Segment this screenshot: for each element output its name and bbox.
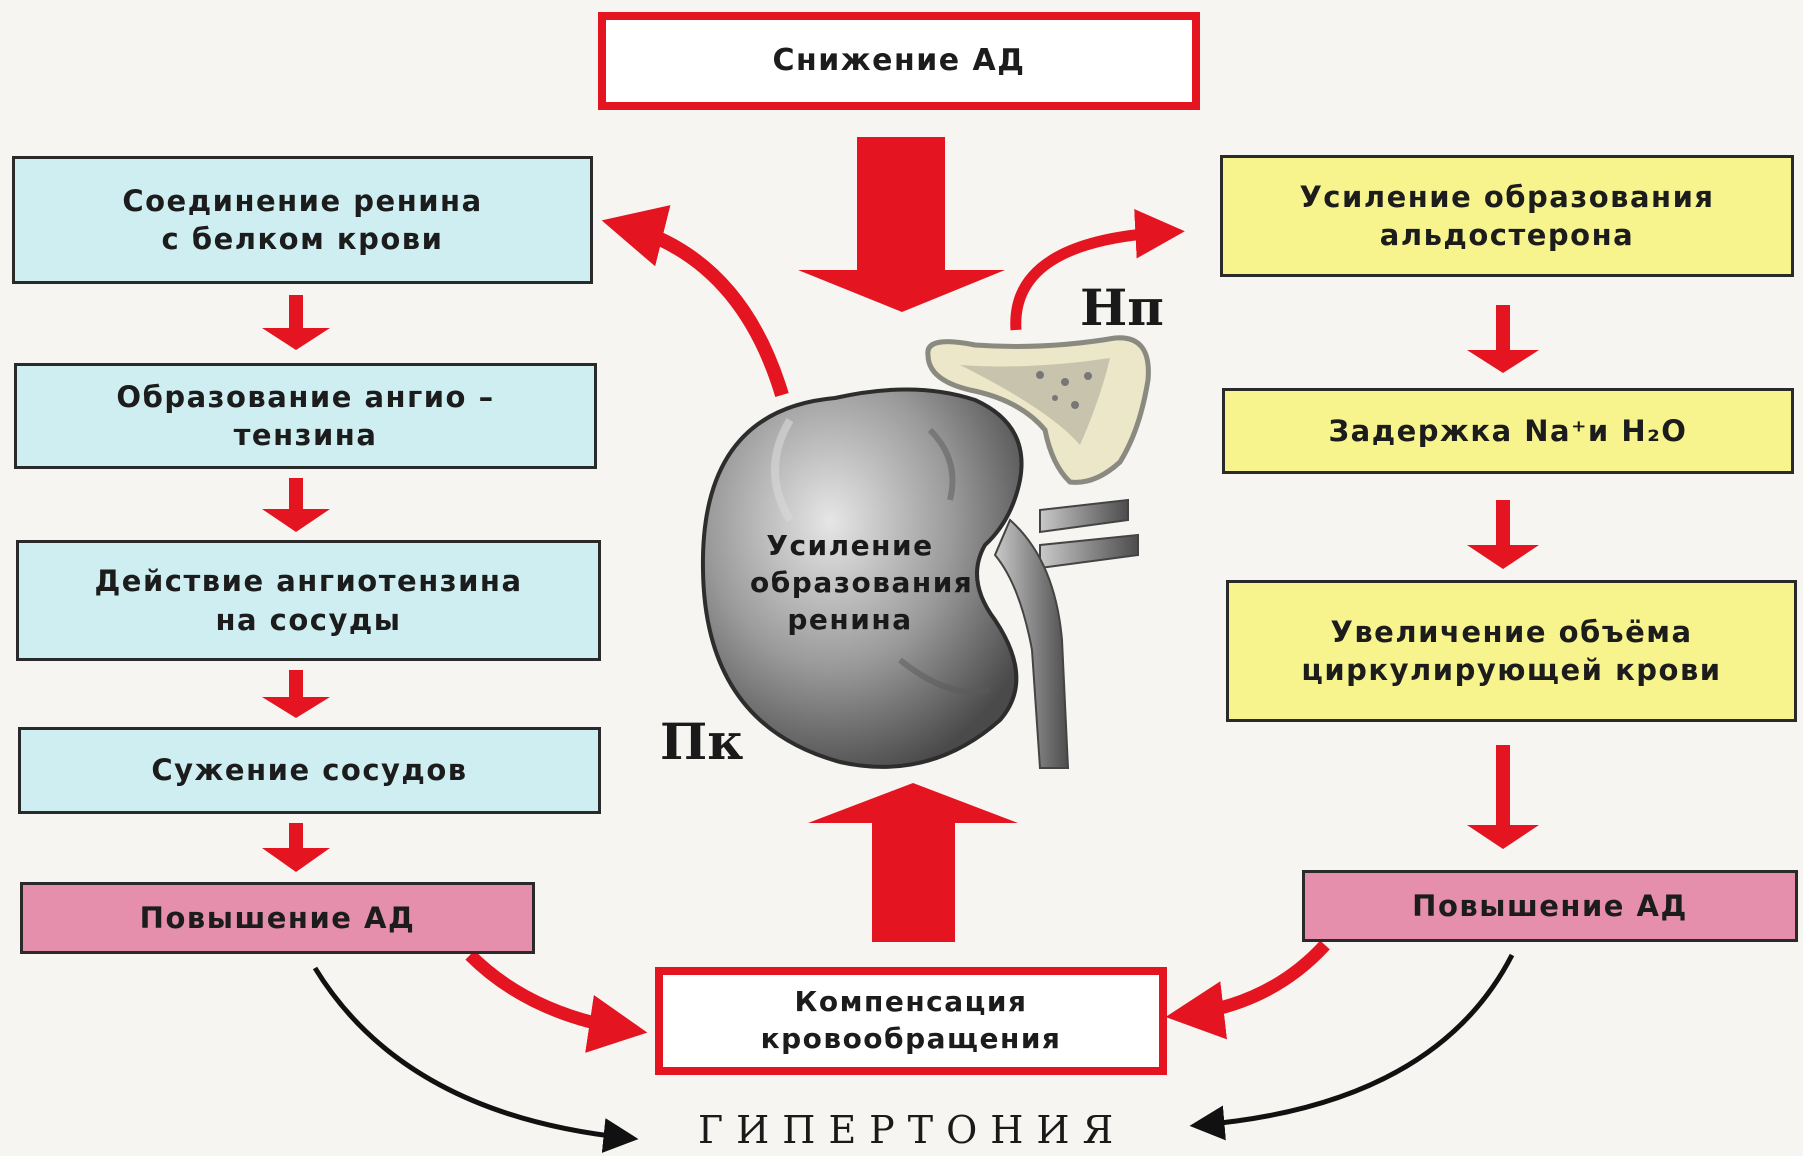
left-bp-increase-text: Повышение АД xyxy=(140,899,416,937)
circulation-compensation-box: Компенсация кровообращения xyxy=(655,967,1167,1075)
bp-decrease-text: Снижение АД xyxy=(773,41,1026,81)
arrow-left-result-to-hypertension xyxy=(315,968,628,1138)
angiotensin-action-box: Действие ангиотензина на сосуды xyxy=(16,540,601,661)
left-arrow-4 xyxy=(262,823,330,872)
right-bp-increase-box: Повышение АД xyxy=(1302,870,1798,942)
kidney-label: Пк xyxy=(660,712,743,771)
renin-protein-binding-text: Соединение ренина с белком крови xyxy=(122,182,482,259)
hypertension-text: ГИПЕРТОНИЯ xyxy=(698,1108,1126,1152)
renin-formation-label: Усиление образования ренина xyxy=(750,528,950,639)
blood-volume-increase-box: Увеличение объёма циркулирующей крови xyxy=(1226,580,1797,722)
right-arrow-1 xyxy=(1467,305,1539,373)
left-arrow-1 xyxy=(262,295,330,350)
left-arrow-2 xyxy=(262,478,330,532)
aldosterone-formation-box: Усиление образования альдостерона xyxy=(1220,155,1794,277)
kidney-vessels-illustration xyxy=(995,500,1138,768)
angiotensin-formation-box: Образование ангио – тензина xyxy=(14,363,597,469)
arrow-right-result-to-hypertension xyxy=(1200,955,1512,1125)
aldosterone-formation-text: Усиление образования альдостерона xyxy=(1299,178,1714,255)
right-chain-arrows xyxy=(1467,305,1539,849)
right-arrow-3 xyxy=(1467,745,1539,849)
left-arrow-3 xyxy=(262,670,330,718)
vasoconstriction-box: Сужение сосудов xyxy=(18,727,601,814)
na-water-retention-text: Задержка Na⁺и H₂O xyxy=(1329,412,1688,450)
arrow-up-to-kidney xyxy=(808,783,1018,942)
hypertension-label: ГИПЕРТОНИЯ xyxy=(698,1108,1126,1152)
angiotensin-action-text: Действие ангиотензина на сосуды xyxy=(94,562,522,639)
right-arrow-2 xyxy=(1467,500,1539,569)
angiotensin-formation-text: Образование ангио – тензина xyxy=(116,378,494,455)
bp-decrease-box: Снижение АД xyxy=(598,12,1200,110)
right-bp-increase-text: Повышение АД xyxy=(1412,887,1688,925)
left-bp-increase-box: Повышение АД xyxy=(20,882,535,954)
renin-protein-binding-box: Соединение ренина с белком крови xyxy=(12,156,593,284)
vasoconstriction-text: Сужение сосудов xyxy=(151,751,467,789)
arrow-left-result-to-compensation xyxy=(470,955,630,1030)
renin-formation-text: Усиление образования ренина xyxy=(750,529,973,636)
arrow-kidney-to-renin-binding xyxy=(620,225,782,395)
adrenal-label: Нп xyxy=(1080,278,1164,337)
arrow-down-to-kidney xyxy=(798,137,1005,312)
adrenal-label-text: Нп xyxy=(1080,278,1164,337)
arrow-right-result-to-compensation xyxy=(1183,945,1325,1015)
circulation-compensation-text: Компенсация кровообращения xyxy=(761,984,1062,1058)
blood-volume-increase-text: Увеличение объёма циркулирующей крови xyxy=(1301,613,1721,690)
kidney-label-text: Пк xyxy=(660,712,743,771)
na-water-retention-box: Задержка Na⁺и H₂O xyxy=(1222,388,1794,474)
